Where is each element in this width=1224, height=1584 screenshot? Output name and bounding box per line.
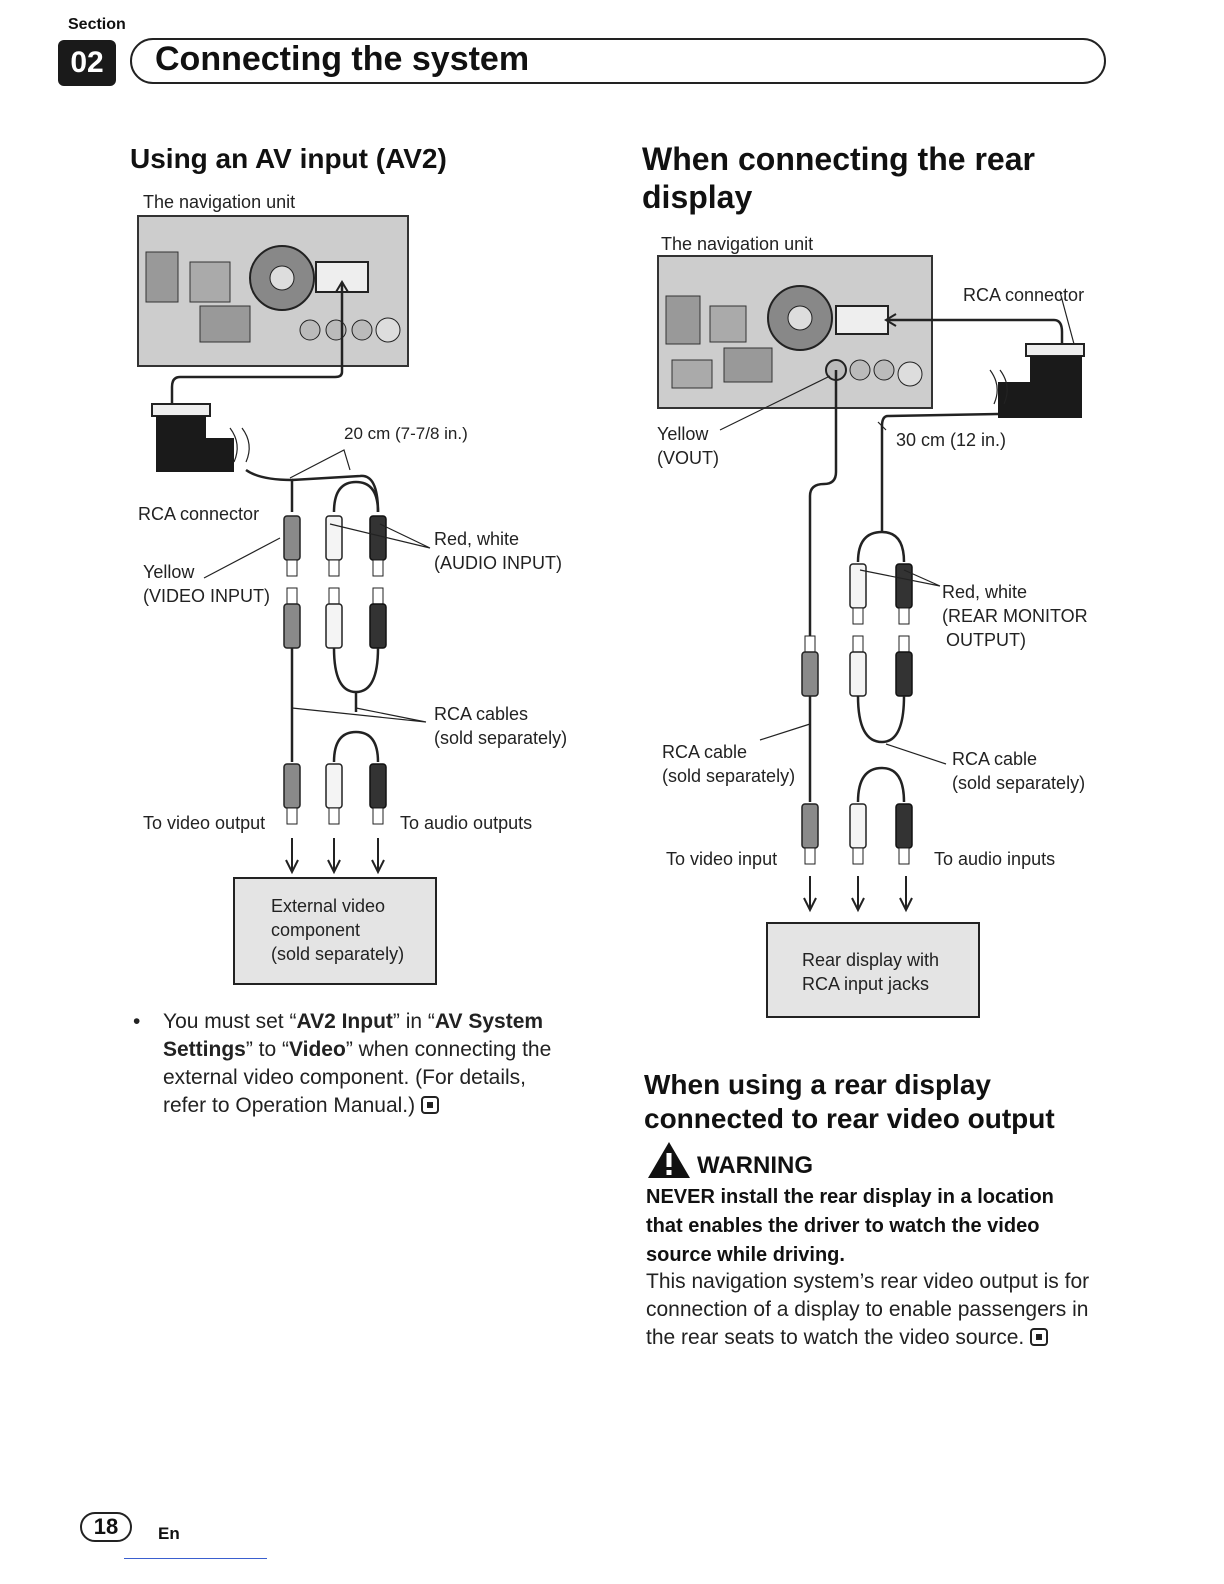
warn-bold-line3: source while driving. (646, 1244, 845, 1266)
right-heading-line1: When connecting the rear (642, 141, 1035, 177)
right-yellow-line1: Yellow (657, 424, 709, 444)
left-rca-cables-line2: (sold separately) (434, 728, 568, 748)
left-yellow-line1: Yellow (143, 562, 195, 582)
right-rca-connector-label: RCA connector (963, 285, 1085, 305)
note-line3: external video component. (For details, (163, 1066, 527, 1089)
right-rca-cable-left-label: RCA cable (sold separately) (662, 740, 795, 788)
box-line3: (sold separately) (271, 944, 405, 964)
left-to-video-output: To video output (143, 813, 266, 833)
right-connection-diagram (657, 255, 1085, 913)
right-to-video-input: To video input (666, 849, 778, 869)
right-yellow-label: Yellow (VOUT) (657, 422, 719, 470)
left-connection-diagram (137, 215, 431, 875)
note-line4: refer to Operation Manual.) (163, 1092, 603, 1120)
down-arrow-icon (803, 876, 913, 913)
right-heading2-line2: connected to rear video output (644, 1103, 1055, 1134)
right-rca-cable-right-line1: RCA cable (952, 749, 1038, 769)
note-line2: Settings” to “Video” when connecting the (163, 1038, 552, 1061)
warn-bold-line2: that enables the driver to watch the vid… (646, 1215, 1040, 1237)
right-rca-cable-right-label: RCA cable (sold separately) (952, 747, 1085, 795)
right-heading-line2: display (642, 179, 753, 215)
right-redwhite-line2: (REAR MONITOR (942, 606, 1088, 626)
rear-box-line2: RCA input jacks (802, 974, 930, 994)
right-redwhite-label: Red, white (REAR MONITOR OUTPUT) (942, 580, 1088, 652)
left-length-label: 20 cm (7-7/8 in.) (344, 424, 468, 443)
right-rca-cable-right-line2: (sold separately) (952, 773, 1086, 793)
title-frame (130, 38, 1106, 84)
rear-display-box: Rear display with RCA input jacks (766, 922, 980, 1018)
box-line2: component (271, 920, 361, 940)
end-mark-icon (420, 1096, 439, 1114)
end-mark-icon (1030, 1328, 1049, 1346)
external-video-component-box: External video component (sold separatel… (233, 877, 437, 985)
right-length-label: 30 cm (12 in.) (896, 430, 1007, 450)
right-to-audio-inputs: To audio inputs (934, 849, 1056, 869)
warn-bold-line1: NEVER install the rear display in a loca… (646, 1186, 1054, 1208)
rear-box-line1: Rear display with (802, 950, 940, 970)
note-line1: You must set “AV2 Input” in “AV System (163, 1010, 544, 1033)
warn-body-line1: This navigation system’s rear video outp… (646, 1270, 1090, 1293)
left-note-bullet: • (133, 1010, 141, 1033)
left-heading: Using an AV input (AV2) (130, 143, 447, 174)
right-redwhite-line3: OUTPUT) (946, 630, 1026, 650)
right-yellow-line2: (VOUT) (657, 448, 719, 468)
right-heading2: When using a rear display connected to r… (644, 1068, 1055, 1136)
warning-label: WARNING (697, 1152, 813, 1179)
left-rca-cables-line1: RCA cables (434, 704, 529, 724)
left-redwhite-line2: (AUDIO INPUT) (434, 553, 562, 573)
right-rca-cable-left-line1: RCA cable (662, 742, 748, 762)
section-label: Section (68, 16, 126, 33)
language-code: En (158, 1524, 180, 1543)
left-yellow-label: Yellow (VIDEO INPUT) (143, 560, 270, 608)
page-title: Connecting the system (155, 40, 530, 78)
right-nav-unit-label: The navigation unit (661, 234, 814, 254)
left-yellow-line2: (VIDEO INPUT) (143, 586, 271, 606)
left-rca-connector-label: RCA connector (138, 504, 260, 524)
page-number: 18 (80, 1512, 132, 1542)
down-arrow-icon (285, 838, 385, 875)
left-redwhite-label: Red, white (AUDIO INPUT) (434, 527, 562, 575)
left-note: You must set “AV2 Input” in “AV System S… (163, 1008, 603, 1120)
warn-body-line2: connection of a display to enable passen… (646, 1298, 1089, 1321)
left-nav-unit-label: The navigation unit (143, 192, 296, 212)
right-redwhite-line1: Red, white (942, 582, 1028, 602)
warning-bold-text: NEVER install the rear display in a loca… (646, 1183, 1054, 1270)
footer-rule (124, 1558, 267, 1559)
right-heading2-line1: When using a rear display (644, 1069, 991, 1100)
left-redwhite-line1: Red, white (434, 529, 520, 549)
box-line1: External video (271, 896, 386, 916)
warning-body-text: This navigation system’s rear video outp… (646, 1268, 1089, 1352)
warn-body-line3: the rear seats to watch the video source… (646, 1324, 1089, 1352)
right-heading: When connecting the rear display (642, 140, 1035, 216)
right-rca-cable-left-line2: (sold separately) (662, 766, 796, 786)
left-rca-cables-label: RCA cables (sold separately) (434, 702, 567, 750)
left-to-audio-outputs: To audio outputs (400, 813, 533, 833)
warning-icon (648, 1142, 690, 1178)
section-number-badge: 02 (58, 40, 116, 86)
